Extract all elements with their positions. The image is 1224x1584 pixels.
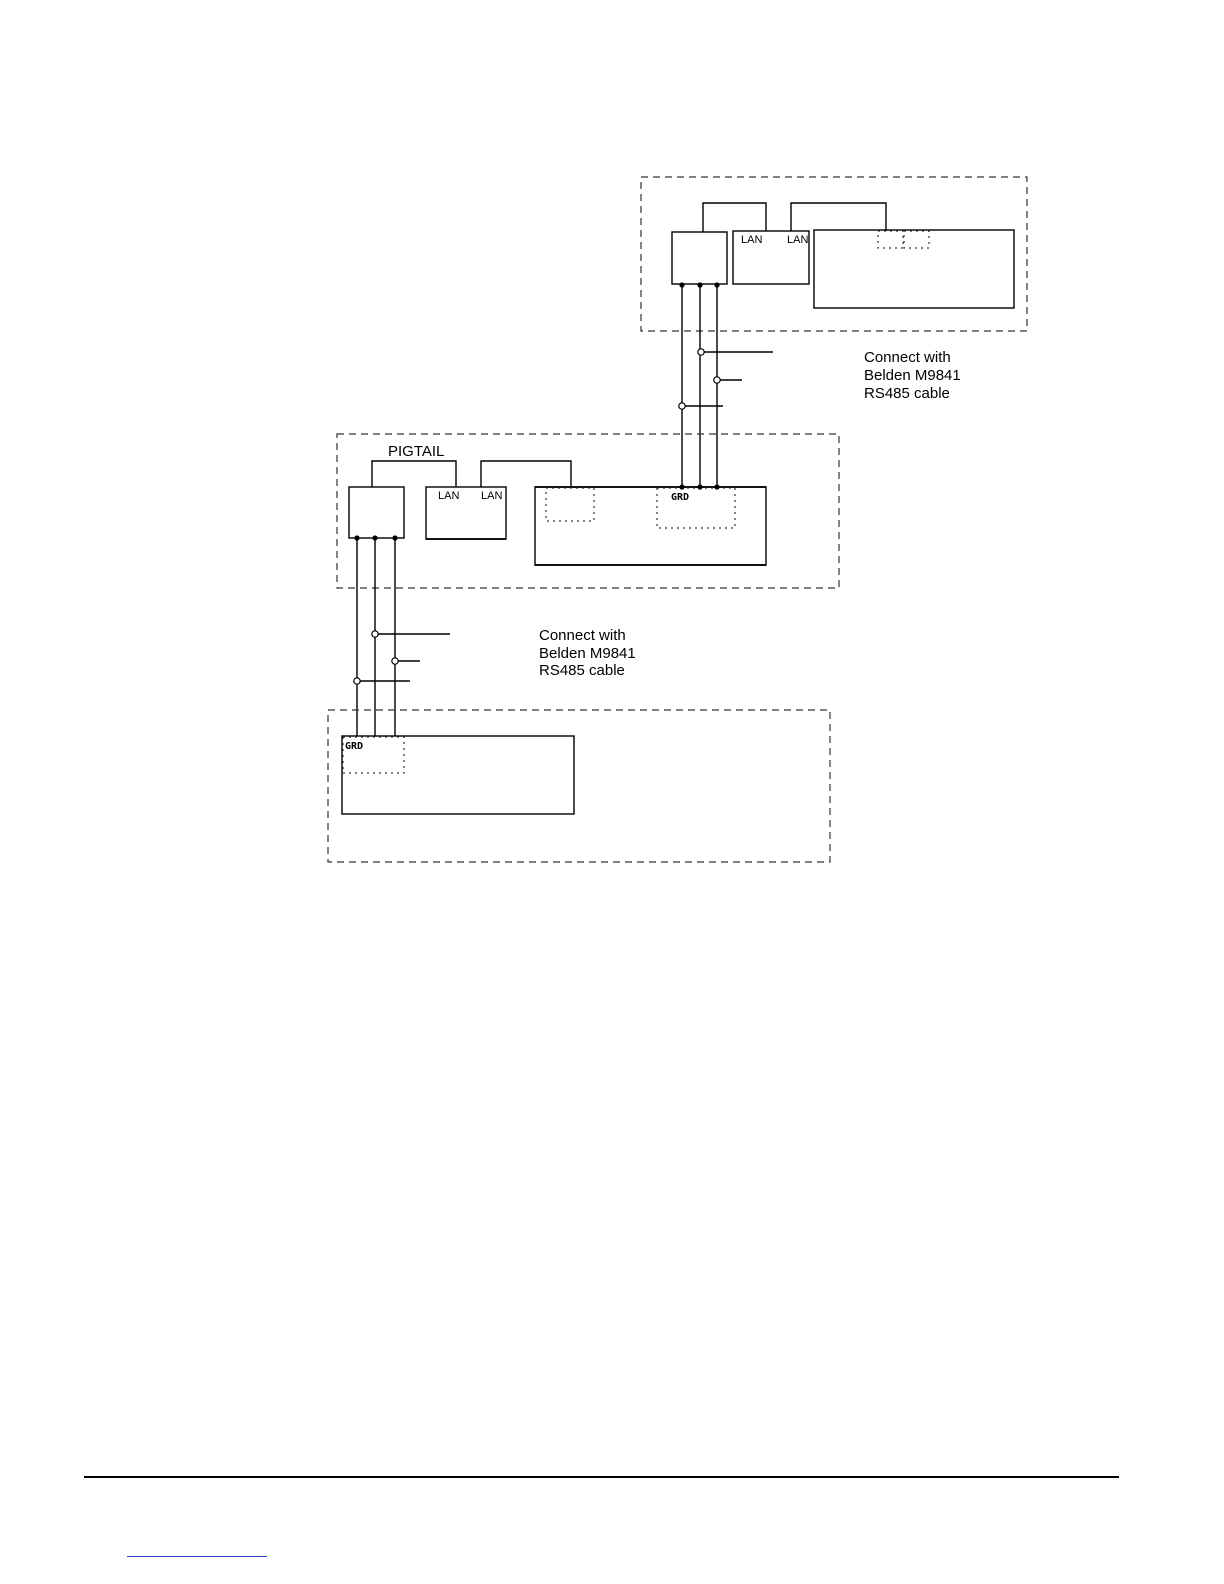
- middle-note-line-2: Belden M9841: [539, 645, 636, 662]
- bottom-enclosure-border: [328, 710, 830, 862]
- cable-1-ring-1: [698, 349, 704, 355]
- pigtail-label: PIGTAIL: [388, 443, 444, 460]
- middle-pigtail-wire: [372, 461, 456, 487]
- top-controller-port-1: [878, 231, 903, 248]
- cable-top-to-middle: [679, 285, 773, 487]
- top-note-line-3: RS485 cable: [864, 385, 950, 402]
- middle-controller: [535, 487, 766, 565]
- middle-cable-note: Connect with Belden M9841 RS485 cable: [539, 627, 636, 679]
- top-lan-label-1: LAN: [741, 234, 762, 246]
- top-note-line-1: Connect with: [864, 349, 951, 366]
- top-note-line-2: Belden M9841: [864, 367, 961, 384]
- middle-lan-label-1: LAN: [438, 490, 459, 502]
- middle-controller-dot-2: [697, 484, 702, 489]
- middle-lan-wire: [481, 461, 571, 487]
- bottom-enclosure: GRD: [328, 710, 830, 862]
- footer-link-underline[interactable]: [127, 1556, 267, 1557]
- top-controller-port-2: [904, 231, 929, 248]
- cable-2-ring-2: [392, 658, 398, 664]
- top-lan-wire: [791, 203, 886, 231]
- top-cable-note: Connect with Belden M9841 RS485 cable: [864, 349, 961, 402]
- middle-controller-port-left: [546, 488, 594, 521]
- cable-2-ring-3: [354, 678, 360, 684]
- middle-terminal-block: [349, 487, 404, 538]
- cable-1-ring-3: [679, 403, 685, 409]
- middle-note-line-1: Connect with: [539, 627, 626, 644]
- bottom-controller: [342, 736, 574, 814]
- top-lan-label-2: LAN: [787, 234, 808, 246]
- middle-grd-label: GRD: [671, 492, 689, 503]
- cable-middle-to-bottom: [354, 538, 450, 736]
- middle-controller-dot-3: [714, 484, 719, 489]
- footer-rule: [84, 1476, 1119, 1478]
- top-pigtail-wire: [703, 203, 766, 232]
- middle-lan-label-2: LAN: [481, 490, 502, 502]
- middle-enclosure: PIGTAIL LAN LAN GRD: [337, 434, 839, 588]
- top-controller: [814, 230, 1014, 308]
- cable-1-ring-2: [714, 377, 720, 383]
- top-terminal-block: [672, 232, 727, 284]
- middle-controller-dot-1: [679, 484, 684, 489]
- top-enclosure: LAN LAN: [641, 177, 1027, 331]
- cable-2-ring-1: [372, 631, 378, 637]
- middle-note-line-3: RS485 cable: [539, 662, 625, 679]
- middle-controller-port-grd: [657, 488, 735, 528]
- bottom-grd-label: GRD: [345, 741, 363, 752]
